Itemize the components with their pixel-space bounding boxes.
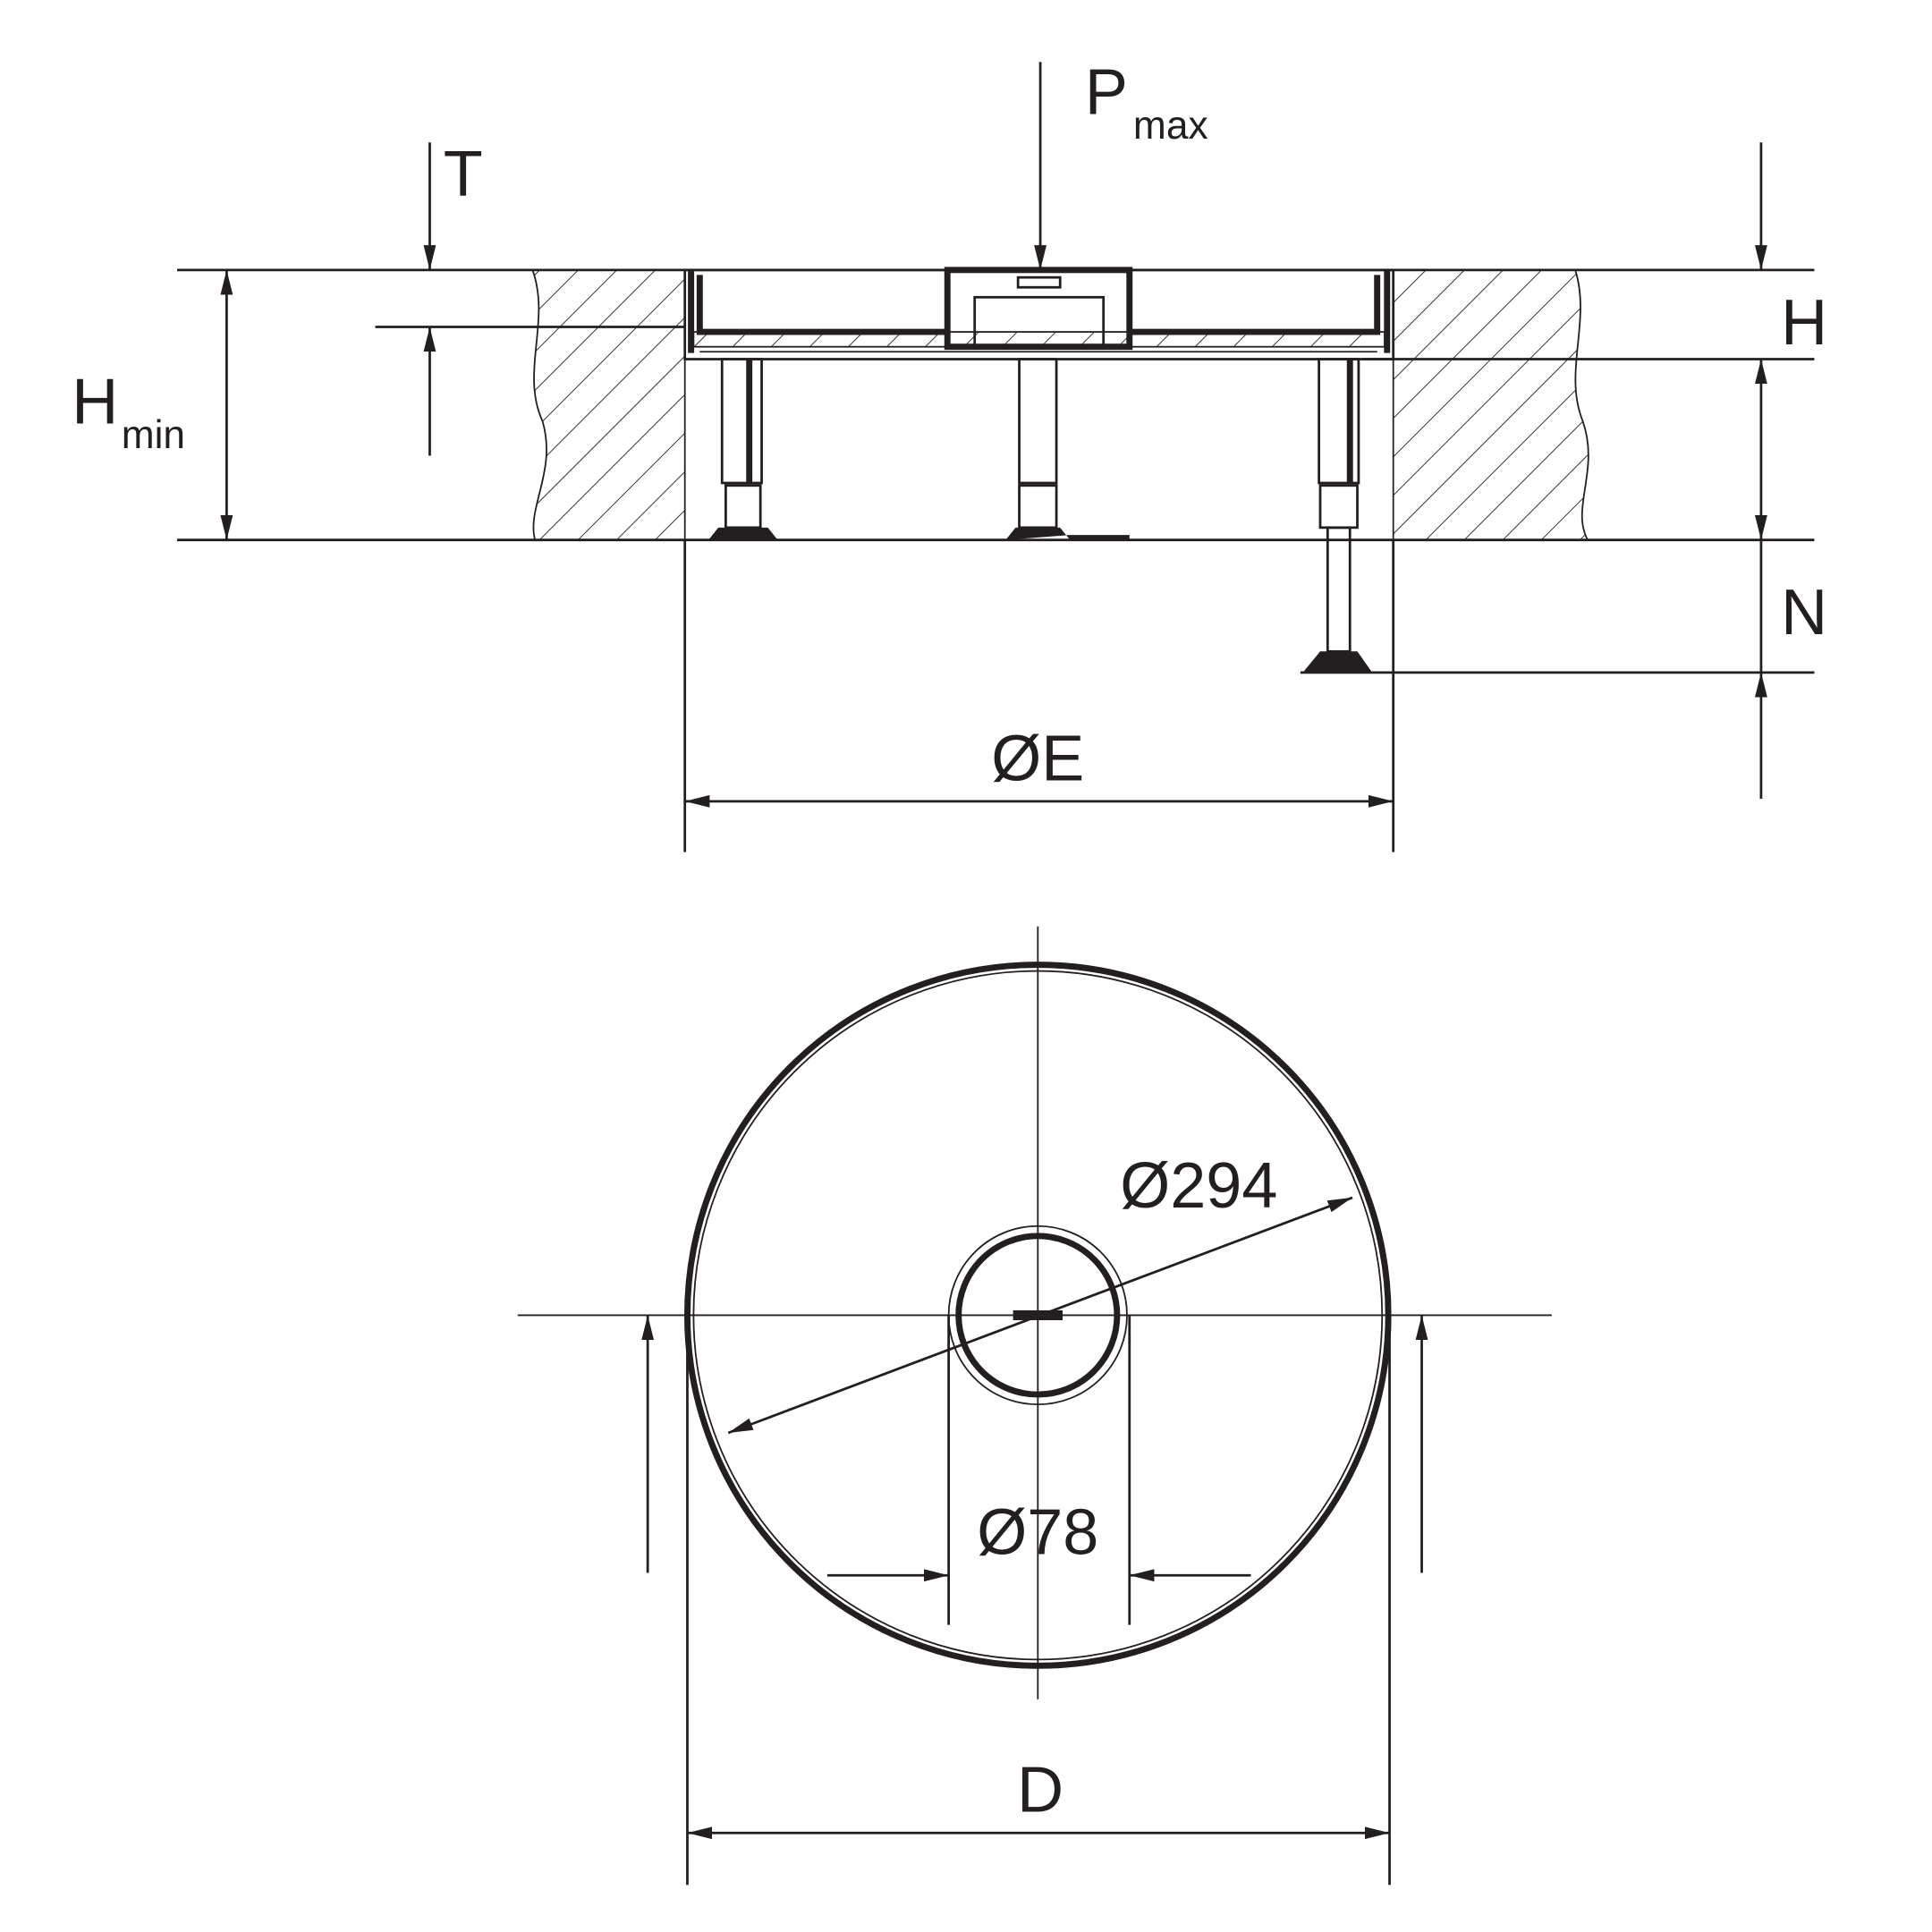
d78-label: Ø78: [977, 1497, 1098, 1569]
e-label: ØE: [991, 723, 1084, 794]
hmin-label: H: [72, 367, 118, 438]
pmax-subscript: max: [1133, 104, 1208, 148]
h-label: H: [1781, 287, 1827, 359]
side-view: P max T H min H N ØE: [72, 56, 1827, 852]
pmax-label: P: [1085, 56, 1128, 128]
left-hatched-section: [531, 268, 686, 541]
hmin-subscript: min: [122, 413, 185, 457]
floor-box: [683, 267, 1395, 360]
d294-label: Ø294: [1120, 1150, 1277, 1222]
leveling-feet: [708, 358, 1373, 673]
d-label: D: [1017, 1755, 1063, 1826]
n-label: N: [1781, 577, 1827, 648]
t-label: T: [444, 139, 483, 210]
d294-dimension: [727, 1196, 1353, 1435]
top-view: Ø294 Ø78 D: [517, 926, 1552, 1885]
right-hatched-section: [1392, 268, 1589, 541]
